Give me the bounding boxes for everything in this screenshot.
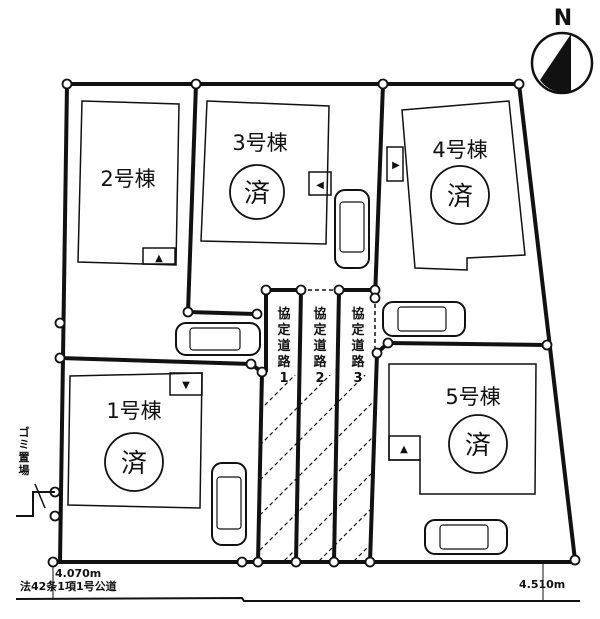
north-compass: N	[530, 6, 594, 95]
svg-text:ゴ: ゴ	[19, 425, 30, 439]
svg-text:協: 協	[351, 306, 364, 322]
car-icon	[424, 519, 508, 555]
svg-text:道: 道	[277, 338, 290, 354]
lot-5-sold-badge: 済	[448, 414, 508, 474]
lot-2-entrance-icon: ▲	[155, 253, 163, 264]
lot-5-label: 5号棟	[445, 385, 500, 409]
survey-points	[47, 78, 581, 568]
road-width-right: 4.510m	[519, 578, 565, 591]
parking-cars	[175, 189, 508, 555]
north-label: N	[554, 6, 572, 31]
road-3-label: 協 定 道 路 3	[350, 306, 365, 386]
lot-1-label: 1号棟	[106, 399, 161, 423]
lot-1-entrance-icon: ▼	[182, 380, 190, 391]
private-road-labels: 協 定 道 路 1 協 定 道 路 2 協 定 道 路 3	[276, 306, 365, 386]
svg-text:済: 済	[447, 182, 473, 212]
lot-4-sold-badge: 済	[430, 165, 490, 225]
lot-2-label: 2号棟	[100, 167, 155, 191]
garbage-area: ゴ ミ 置 場	[16, 425, 55, 517]
svg-text:定: 定	[276, 322, 290, 338]
lot-1-sold-badge: 済	[104, 432, 164, 492]
road-width-left: 4.070m	[55, 567, 101, 580]
lot-labels: 2号棟 3号棟 4号棟 1号棟 5号棟	[100, 131, 500, 423]
svg-text:1: 1	[279, 371, 288, 386]
svg-text:場: 場	[19, 463, 30, 477]
svg-text:定: 定	[312, 322, 326, 338]
public-road: 4.070m 法42条1項1号公道 4.510m	[15, 562, 580, 602]
car-icon	[334, 189, 370, 269]
svg-text:協: 協	[313, 306, 326, 322]
svg-text:3: 3	[353, 371, 362, 386]
entrance-markers: ▲ ◀ ▶ ▼ ▲	[155, 160, 408, 455]
lot-5-entrance-icon: ▲	[400, 444, 408, 455]
svg-text:協: 協	[277, 306, 290, 322]
svg-text:ミ: ミ	[19, 438, 30, 451]
svg-text:路: 路	[277, 354, 291, 370]
svg-text:済: 済	[121, 449, 147, 479]
lot-4-entrance-icon: ▶	[392, 160, 400, 171]
car-icon	[175, 322, 261, 356]
svg-text:2: 2	[315, 371, 324, 386]
svg-text:済: 済	[465, 431, 491, 461]
svg-text:置: 置	[19, 451, 30, 464]
lot-4-label: 4号棟	[432, 138, 487, 162]
car-icon	[382, 301, 466, 337]
lot-3-label: 3号棟	[232, 131, 287, 155]
svg-text:済: 済	[244, 179, 270, 209]
compass-needle-icon	[540, 34, 571, 93]
lot-3-entrance-icon: ◀	[316, 180, 324, 191]
svg-text:道: 道	[351, 338, 364, 354]
sold-markers: 済 済 済 済	[104, 164, 508, 492]
svg-text:路: 路	[313, 354, 327, 370]
road-1-label: 協 定 道 路 1	[276, 306, 291, 386]
car-icon	[211, 462, 247, 546]
road-classification: 法42条1項1号公道	[20, 579, 117, 593]
road-hatching	[258, 375, 372, 560]
svg-text:道: 道	[313, 338, 326, 354]
svg-text:路: 路	[351, 354, 365, 370]
lot-3-sold-badge: 済	[229, 164, 285, 220]
svg-text:定: 定	[350, 322, 364, 338]
building-footprints	[67, 100, 537, 509]
road-2-label: 協 定 道 路 2	[312, 306, 327, 386]
